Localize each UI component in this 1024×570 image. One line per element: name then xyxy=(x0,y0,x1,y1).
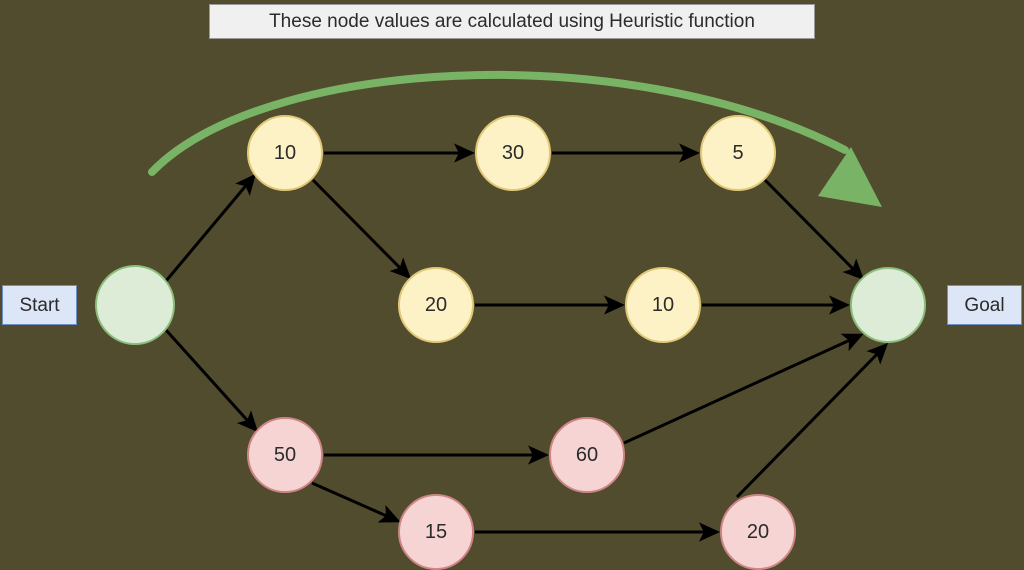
graph-edge-e-50-15 xyxy=(311,481,401,523)
node-value-y-10b: 10 xyxy=(651,294,675,316)
node-value-y-30: 30 xyxy=(501,142,525,164)
graph-node-goal[interactable] xyxy=(850,267,926,343)
graph-node-y-10a[interactable]: 10 xyxy=(247,115,323,191)
start-label-text: Start xyxy=(19,294,60,316)
graph-edge-e-20-goal xyxy=(735,342,889,499)
start-label: Start xyxy=(2,285,77,325)
heuristic-path-arrow-head xyxy=(818,147,882,207)
heuristic-note-text: These node values are calculated using H… xyxy=(269,11,755,32)
graph-edge-e-60-goal xyxy=(623,333,864,445)
graph-edge-e-5-goal xyxy=(763,178,865,281)
goal-label: Goal xyxy=(947,285,1022,325)
graph-node-y-30[interactable]: 30 xyxy=(475,115,551,191)
graph-node-start[interactable] xyxy=(95,265,175,345)
node-value-y-10a: 10 xyxy=(273,142,297,164)
node-value-p-20: 20 xyxy=(746,521,770,543)
graph-node-p-60[interactable]: 60 xyxy=(549,417,625,493)
highlight-arrow-group xyxy=(148,71,882,207)
graph-edge-e-start-10a xyxy=(164,173,256,282)
graph-node-p-15[interactable]: 15 xyxy=(398,494,474,570)
node-value-p-15: 15 xyxy=(424,521,448,543)
node-value-y-5: 5 xyxy=(732,142,744,164)
node-value-p-60: 60 xyxy=(575,444,599,466)
goal-label-text: Goal xyxy=(964,294,1005,316)
graph-node-y-5[interactable]: 5 xyxy=(700,115,776,191)
graph-edge-e-start-50 xyxy=(164,328,259,433)
graph-node-y-20[interactable]: 20 xyxy=(398,267,474,343)
node-value-p-50: 50 xyxy=(273,444,297,466)
heuristic-note-banner: These node values are calculated using H… xyxy=(209,4,815,39)
node-value-y-20: 20 xyxy=(424,294,448,316)
graph-node-p-20[interactable]: 20 xyxy=(720,494,796,570)
heuristic-path-arrow-curve xyxy=(148,71,849,176)
edge-group xyxy=(164,143,889,542)
graph-node-p-50[interactable]: 50 xyxy=(247,417,323,493)
graph-edge-e-10a-20 xyxy=(311,178,412,280)
graph-node-y-10b[interactable]: 10 xyxy=(625,267,701,343)
